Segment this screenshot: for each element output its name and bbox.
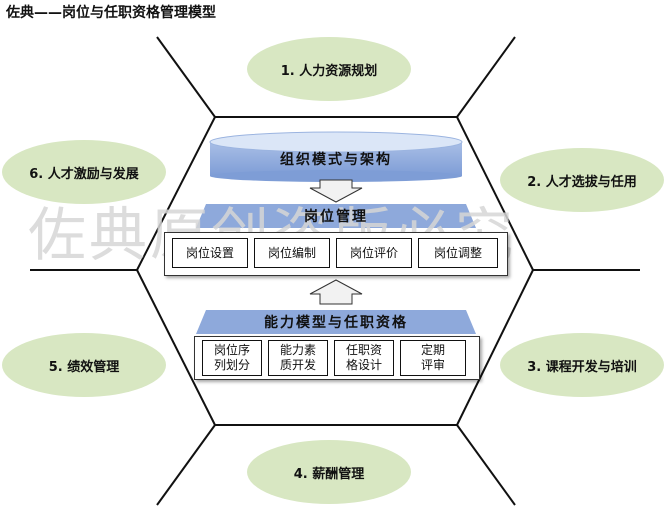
hexagon-top-left	[156, 36, 216, 118]
hexagon-bottom-right	[456, 424, 516, 506]
competency-items: 岗位序 列划分 能力素 质开发 任职资 格设计 定期 评审	[202, 340, 466, 376]
competency-item-line: 评审	[420, 358, 445, 372]
ellipse-label: 4. 薪酬管理	[293, 466, 365, 482]
up-arrow-icon	[309, 279, 363, 305]
competency-item-line: 定期	[420, 343, 445, 357]
ellipse-compensation: 4. 薪酬管理	[247, 440, 411, 504]
org-band-label: 组织模式与架构	[280, 152, 392, 168]
ellipse-performance: 5. 绩效管理	[2, 333, 166, 397]
hexagon-left-lower	[136, 269, 216, 426]
ellipse-label: 6. 人才激励与发展	[29, 166, 139, 182]
competency-item-line: 列划分	[213, 358, 250, 372]
down-arrow-icon	[309, 179, 363, 203]
post-item: 岗位设置	[172, 238, 248, 268]
org-cylinder	[209, 131, 463, 182]
hexagon-bottom-left	[156, 424, 216, 506]
post-item: 岗位编制	[254, 238, 330, 268]
competency-item: 定期 评审	[400, 340, 466, 376]
ellipse-label: 1. 人力资源规划	[280, 63, 378, 79]
competency-item-line: 质开发	[279, 358, 316, 372]
competency-band-label: 能力模型与任职资格	[264, 315, 408, 331]
post-item: 岗位调整	[418, 238, 498, 268]
ellipse-talent-selection: 2. 人才选拔与任用	[500, 148, 664, 212]
hexagon-left-upper	[136, 116, 216, 271]
ellipse-hr-planning: 1. 人力资源规划	[247, 37, 411, 101]
hexagon-right-upper	[456, 116, 534, 271]
post-item: 岗位评价	[336, 238, 412, 268]
competency-item: 任职资 格设计	[334, 340, 394, 376]
ellipse-training: 3. 课程开发与培训	[500, 333, 664, 397]
ellipse-label: 2. 人才选拔与任用	[527, 174, 637, 190]
competency-item-line: 能力素	[279, 343, 316, 357]
ellipse-label: 5. 绩效管理	[48, 359, 120, 375]
competency-item: 岗位序 列划分	[202, 340, 262, 376]
page-title: 佐典——岗位与任职资格管理模型	[6, 5, 216, 21]
hexagon-right-lower	[456, 269, 534, 426]
ellipse-label: 3. 课程开发与培训	[527, 359, 637, 375]
competency-band-shape	[196, 310, 476, 334]
post-band-label: 岗位管理	[304, 209, 368, 225]
hexagon-top-right	[456, 36, 516, 118]
post-items: 岗位设置 岗位编制 岗位评价 岗位调整	[172, 238, 498, 268]
post-band-shape	[196, 204, 476, 228]
competency-item-line: 格设计	[345, 358, 382, 372]
competency-item-line: 岗位序	[213, 343, 250, 357]
competency-item-line: 任职资	[345, 343, 382, 357]
competency-item: 能力素 质开发	[268, 340, 328, 376]
ellipse-incentive: 6. 人才激励与发展	[2, 140, 166, 204]
